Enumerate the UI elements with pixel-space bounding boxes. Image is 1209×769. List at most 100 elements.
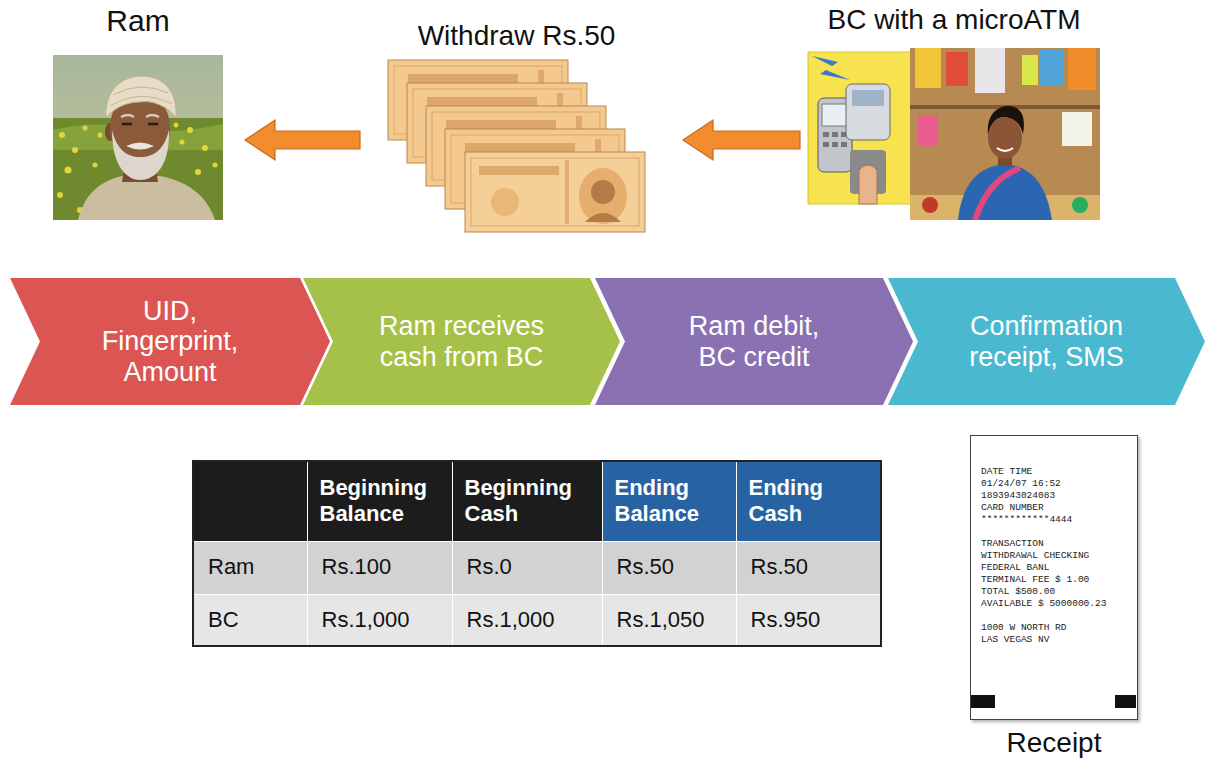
banknotes-photo <box>585 213 621 222</box>
banknotes-photo <box>465 152 645 232</box>
person-photo: Ram <box>53 4 223 222</box>
banknotes-photo <box>591 180 615 204</box>
receipt-line: FEDERAL BANL <box>981 562 1129 574</box>
banknotes-photo <box>446 120 556 129</box>
receipt-line: TOTAL $500.00 <box>981 586 1129 598</box>
farmer-photo <box>110 87 172 106</box>
receipt-line: TRANSACTION <box>981 538 1129 550</box>
agent-device-panel <box>852 90 884 106</box>
agent-shop-photo <box>910 48 1100 220</box>
column-heading: Beginning Cash <box>465 475 594 528</box>
agent-shop-photo <box>1062 112 1092 146</box>
table-cell: Rs.100 <box>307 541 452 594</box>
agent-device-panel <box>841 142 847 147</box>
photo-caption: BC with a microATM <box>808 4 1100 36</box>
table-row: BC Rs.1,000 Rs.1,000 Rs.1,050 Rs.950 <box>193 594 881 646</box>
table-value: Rs.1,000 <box>322 607 410 633</box>
farmer-photo <box>98 133 103 138</box>
photo-caption: Ram <box>53 4 223 39</box>
table-value: Rs.100 <box>322 554 392 580</box>
farmer-photo <box>180 140 185 145</box>
farmer-photo <box>174 123 179 128</box>
receipt-mark <box>1115 695 1136 708</box>
chevron-fill <box>10 278 330 405</box>
agent-shop-photo <box>915 48 941 88</box>
receipt-line: ************4444 <box>981 514 1129 526</box>
agent-shop-photo <box>1072 197 1088 213</box>
agent-shop-photo <box>975 168 1020 220</box>
farmer-photo <box>72 147 78 153</box>
receipt-line: AVAILABLE $ 5000000.23 <box>981 598 1129 610</box>
farmer-photo <box>57 192 63 198</box>
farmer-photo <box>93 163 98 168</box>
agent-device-panel <box>823 132 829 137</box>
agent-shop-photo <box>988 106 1024 135</box>
flow-arrow <box>683 120 800 160</box>
table-value: BC <box>208 607 239 633</box>
agent-shop-photo <box>1068 48 1096 90</box>
agent-device-panel <box>812 56 850 80</box>
receipt-line: LAS VEGAS NV <box>981 634 1129 646</box>
farmer-photo <box>53 55 223 220</box>
banknotes-photo <box>388 60 645 232</box>
receipt-line: TERMINAL FEE $ 1.00 <box>981 574 1129 586</box>
table-header-cell: Beginning Cash <box>452 461 602 541</box>
agent-shop-photo <box>910 48 1100 220</box>
table-cell: Rs.50 <box>602 541 736 594</box>
balance-table: Beginning BalanceBeginning Cash Ending Ba… <box>192 460 882 647</box>
column-heading: Ending Cash <box>749 475 873 528</box>
process-chevron: Confirmation receipt, SMS <box>888 278 1205 405</box>
banknotes-photo <box>579 168 627 224</box>
balance-grid: Beginning BalanceBeginning Cash Ending Ba… <box>192 460 882 647</box>
table-cell: Rs.1,050 <box>602 594 736 646</box>
chevron-fill <box>888 278 1205 405</box>
receipt-line: CARD NUMBER <box>981 502 1129 514</box>
farmer-photo <box>112 130 169 180</box>
agent-device-panel <box>823 142 829 147</box>
step-label: UID, Fingerprint, Amount <box>75 296 265 387</box>
table-header-cell: Ending Balance <box>602 461 736 541</box>
receipt-marks <box>971 695 1136 711</box>
farmer-photo <box>121 115 159 117</box>
table-row: Ram Rs.100 Rs.0 Rs.50 Rs.50 <box>193 541 881 594</box>
table-value: Rs.50 <box>751 554 808 580</box>
receipt-slip: DATE TIME01/24/07 16:521893943024083CARD… <box>970 435 1138 759</box>
farmer-photo <box>195 169 201 175</box>
agent-shop-photo <box>1022 55 1038 85</box>
farmer-photo <box>59 132 65 138</box>
step-label: Confirmation receipt, SMS <box>944 311 1149 371</box>
cash-photo: Withdraw Rs.50 <box>388 20 645 232</box>
agent-device-panel <box>808 52 912 204</box>
banknotes-photo <box>565 160 569 224</box>
receipt-line: WITHDRAWAL CHECKING <box>981 550 1129 562</box>
agent-shop-photo <box>988 117 1022 159</box>
agent-shop-photo <box>997 148 1013 151</box>
step-label: Ram debit, BC credit <box>679 311 829 371</box>
receipt-mark <box>971 695 995 708</box>
farmer-photo <box>83 126 88 131</box>
banknotes-photo <box>479 166 559 175</box>
farmer-photo <box>126 143 154 150</box>
receipt-line: 1000 W NORTH RD <box>981 622 1129 634</box>
table-cell: Rs.950 <box>736 594 881 646</box>
table-value: Rs.1,050 <box>617 607 705 633</box>
column-heading: Ending Balance <box>615 475 728 528</box>
farmer-photo <box>53 55 223 220</box>
agent-shop-photo <box>922 197 938 213</box>
table-cell: Rs.0 <box>452 541 602 594</box>
table-value: Rs.1,000 <box>467 607 555 633</box>
table-value: Ram <box>208 554 254 580</box>
flow-arrow <box>245 120 360 160</box>
farmer-photo <box>187 127 193 133</box>
step-label: Ram receives cash from BC <box>359 311 564 371</box>
table-header-cell: Beginning Balance <box>307 461 452 541</box>
agent-device-panel <box>822 104 848 126</box>
farmer-photo <box>65 167 72 174</box>
banknotes-photo <box>465 143 575 152</box>
agent-device-panel <box>832 142 838 147</box>
table-value: Rs.0 <box>467 554 512 580</box>
agent-shop-photo <box>975 48 1005 93</box>
banknotes-photo <box>491 188 519 216</box>
table-value: Rs.50 <box>617 554 674 580</box>
